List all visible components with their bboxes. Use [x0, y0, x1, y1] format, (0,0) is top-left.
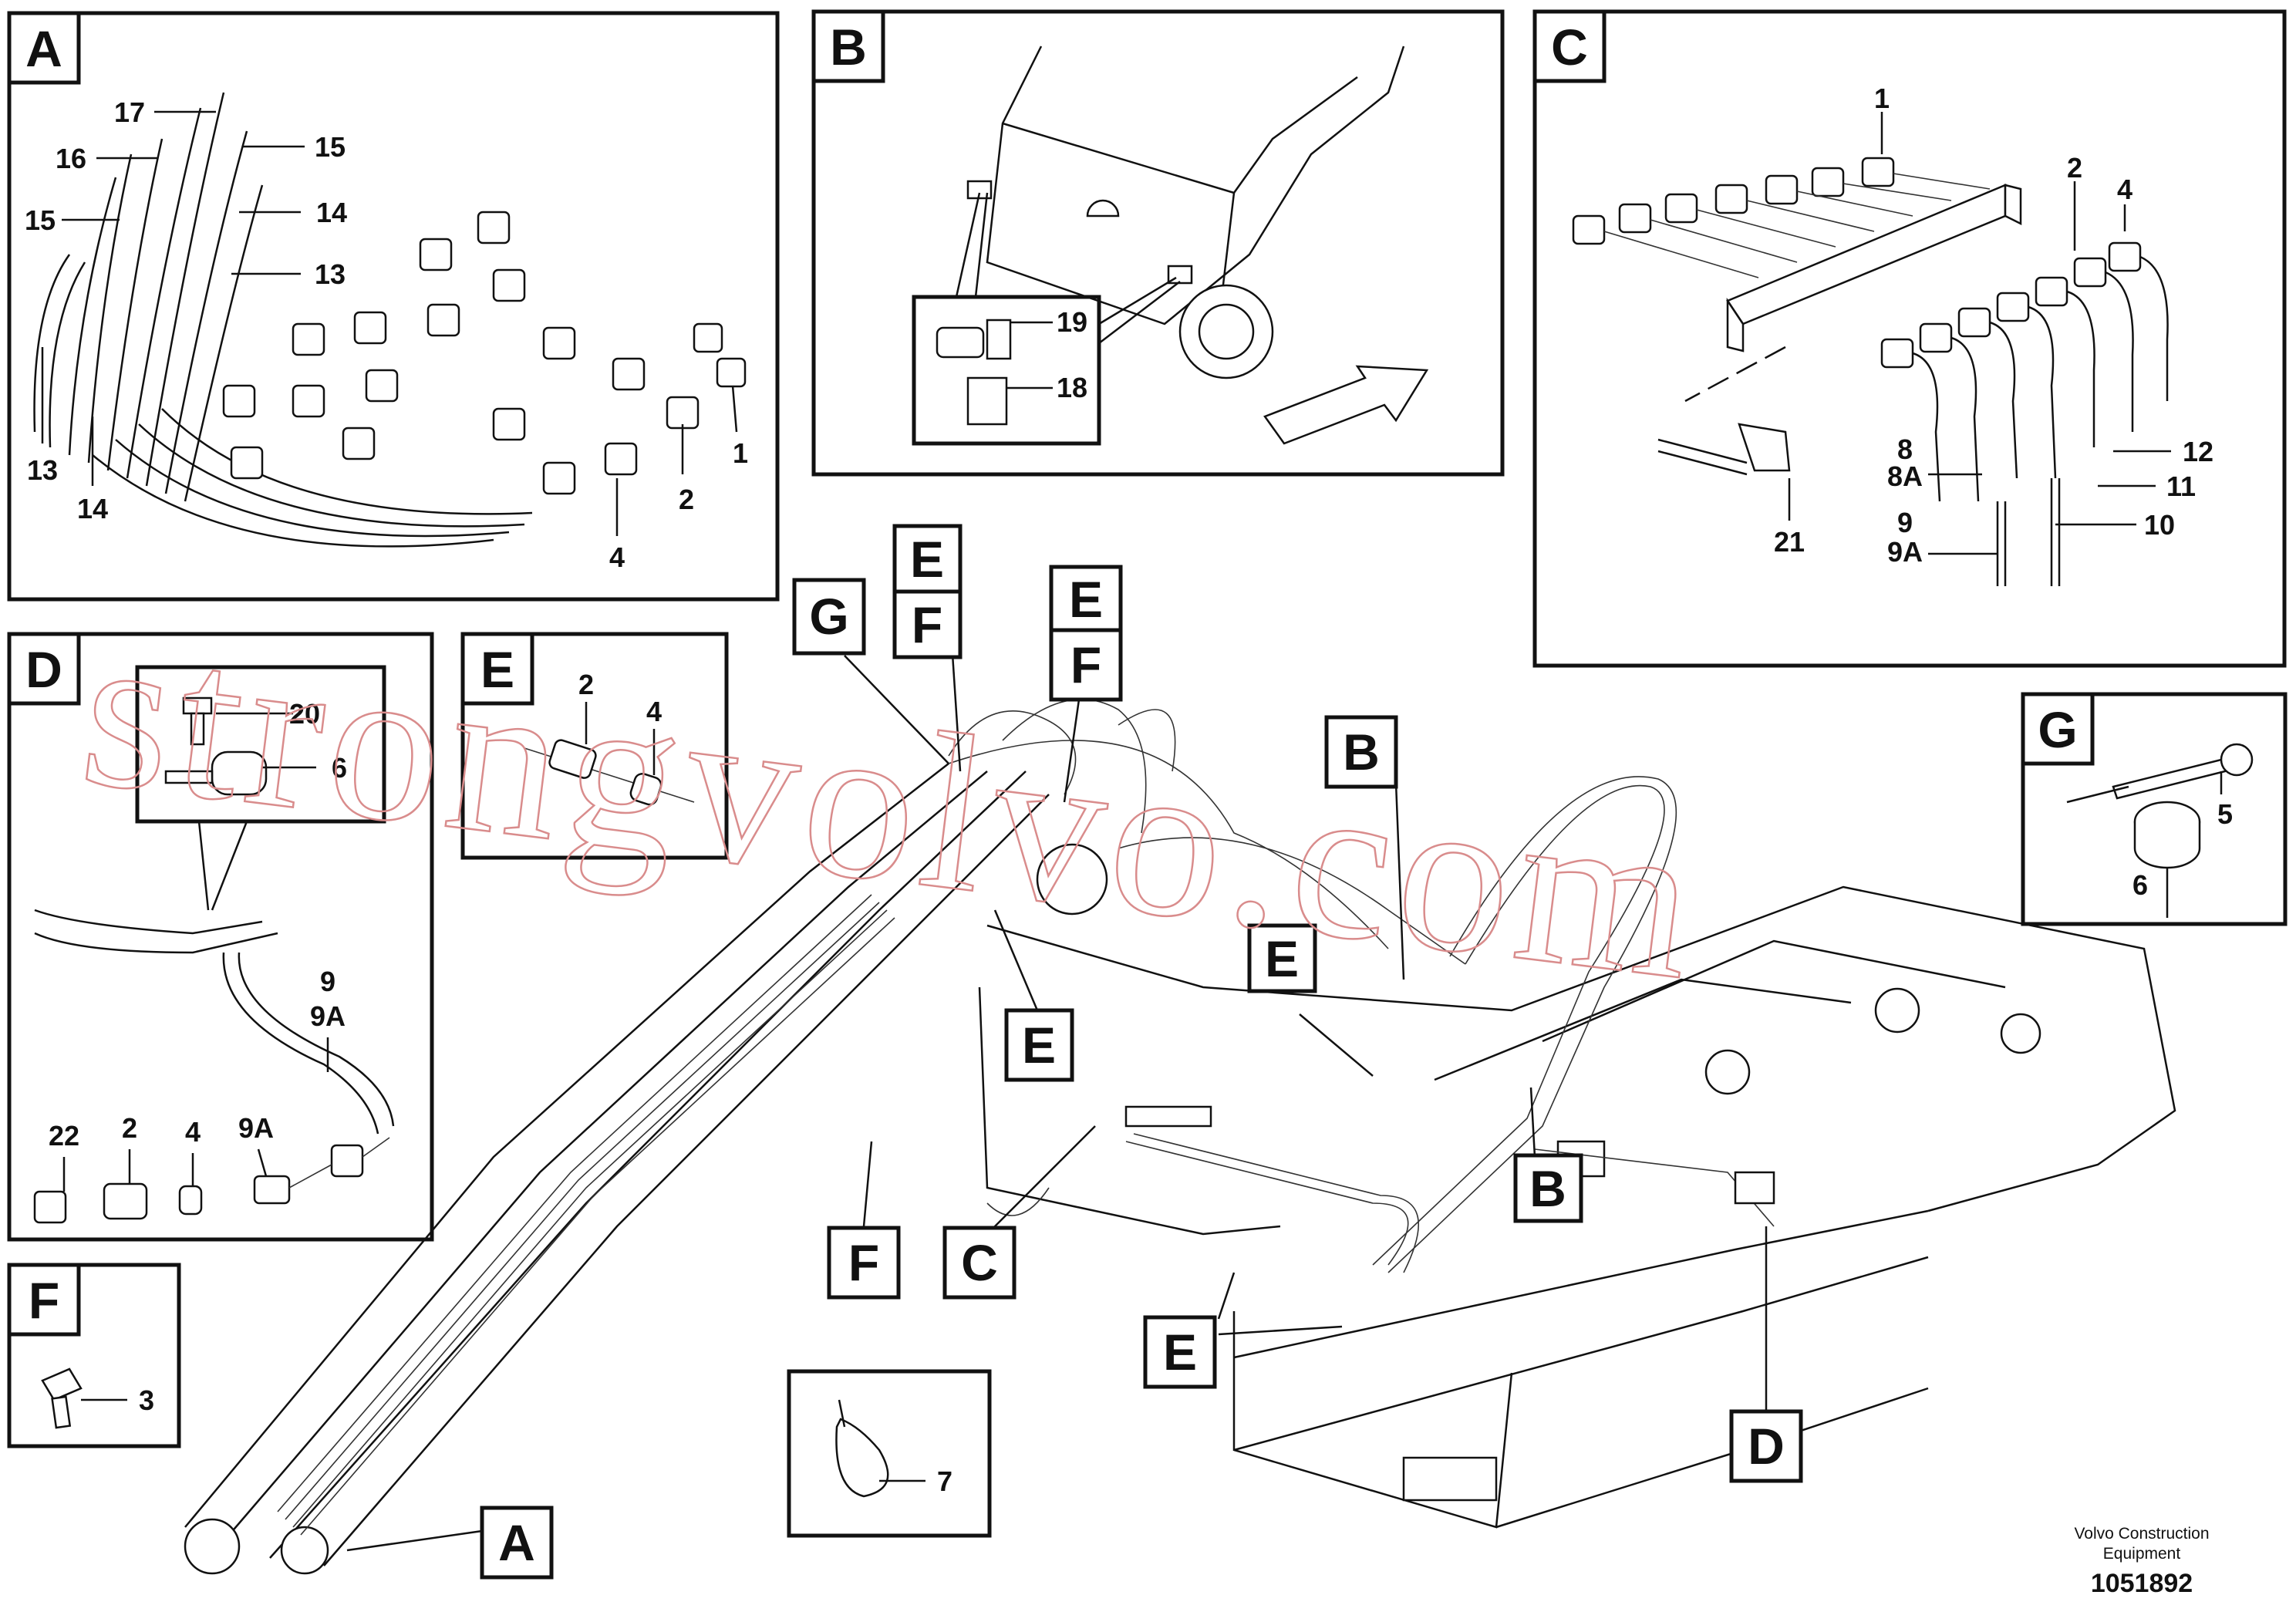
callout-a-15-right: 15 [315, 131, 346, 163]
main-tag-e-bottom: E [1163, 1324, 1197, 1381]
main-tag-g: G [809, 588, 848, 645]
callout-a-17: 17 [114, 96, 145, 128]
main-tag-b-top: B [1343, 723, 1380, 781]
main-tag-f-boom-2: F [1070, 636, 1101, 693]
main-assembly: G E F E F B E E F C B E D A [184, 524, 2176, 1580]
callout-d-9a-bottom: 9A [238, 1112, 274, 1144]
hose-routing [948, 740, 1775, 1273]
panel-e-tag: E [480, 641, 514, 698]
callout-c-10: 10 [2144, 509, 2175, 541]
panel-b-tag: B [830, 19, 867, 76]
main-tags: G E F E F B E E F C B E D A [346, 524, 1803, 1580]
callout-a-13-right: 13 [315, 258, 346, 290]
panel-a: A [7, 11, 780, 602]
footer: Volvo Construction Equipment 1051892 [2026, 1524, 2257, 1599]
main-tag-e-boom-2: E [1069, 571, 1103, 628]
callout-c-4: 4 [2117, 174, 2132, 205]
panel-g: G 5 6 [2021, 692, 2288, 926]
callout-c-1: 1 [1874, 83, 1890, 114]
panel-d-fittings [33, 1137, 390, 1224]
callout-c-8: 8 [1897, 433, 1913, 465]
arm-end [966, 46, 1405, 379]
callout-c-21: 21 [1774, 526, 1805, 558]
callout-a-14-right: 14 [316, 197, 347, 228]
callout-d-20: 20 [289, 698, 320, 730]
panel-f: F 3 [7, 1263, 181, 1448]
callout-a-1: 1 [733, 437, 748, 469]
panel-d: D 20 6 9 9A 22 2 4 9A [7, 632, 434, 1242]
panel-a-fittings [222, 211, 747, 495]
callout-e-2: 2 [578, 669, 594, 700]
main-tag-d: D [1748, 1418, 1785, 1475]
panel-c: C [1532, 9, 2287, 668]
detail-inset [912, 192, 1181, 446]
boom [184, 698, 1176, 1575]
panel-e: E 2 4 [460, 632, 729, 860]
callout-d-2: 2 [122, 1112, 137, 1144]
main-tag-e-frame: E [1265, 930, 1299, 987]
panel-d-tag: D [25, 641, 62, 698]
panel-f-tag: F [29, 1272, 59, 1329]
main-tag-c: C [961, 1234, 998, 1291]
panel-g-tag: G [2038, 701, 2077, 758]
hose-bundle [33, 92, 533, 548]
watermark: strongvolvo.com [71, 583, 1714, 1027]
callout-c-12: 12 [2183, 436, 2213, 467]
callout-b-18: 18 [1057, 372, 1087, 403]
callout-f-3: 3 [139, 1384, 154, 1416]
company-name: Volvo Construction Equipment [2074, 1525, 2210, 1563]
main-tag-a: A [498, 1514, 535, 1571]
callout-a-13-left: 13 [27, 454, 58, 486]
main-tag-f-lower: F [848, 1234, 879, 1291]
callout-d-22: 22 [49, 1120, 79, 1152]
callout-d-6: 6 [332, 752, 347, 784]
main-tag-f-boom-1: F [912, 596, 942, 653]
callout-c-2: 2 [2067, 152, 2082, 184]
callout-d-9a-top: 9A [310, 1000, 346, 1032]
callout-c-11: 11 [2166, 470, 2196, 502]
fittings-top [1572, 157, 1991, 278]
callout-c-9a: 9A [1887, 536, 1923, 568]
fittings-bottom [1880, 241, 2169, 586]
main-tag-e-boom-1: E [910, 531, 944, 588]
panel-a-tag: A [25, 20, 62, 77]
callout-a-16: 16 [56, 143, 86, 174]
panel-c-tag: C [1551, 19, 1588, 76]
callout-b-19: 19 [1057, 306, 1087, 338]
panel-cable-tie: 7 [787, 1369, 992, 1538]
panel-b: B 19 18 [811, 9, 1505, 477]
callout-d-4: 4 [185, 1116, 201, 1148]
callout-d-9: 9 [320, 966, 335, 997]
callout-a-14-left: 14 [77, 493, 108, 524]
main-tag-e-mid: E [1022, 1017, 1056, 1074]
callout-c-9: 9 [1897, 507, 1913, 538]
callout-a-4: 4 [609, 541, 625, 573]
callout-g-6: 6 [2132, 869, 2148, 901]
main-tag-b-lower: B [1529, 1160, 1566, 1217]
callout-cable-tie-7: 7 [937, 1465, 952, 1497]
document-number: 1051892 [2090, 1569, 2193, 1598]
callout-c-8a: 8A [1887, 460, 1923, 492]
callout-a-15-left: 15 [25, 204, 56, 236]
manifold-block [1726, 184, 2022, 352]
callout-e-4: 4 [646, 696, 662, 727]
callout-g-5: 5 [2217, 798, 2233, 830]
direction-arrow [1263, 365, 1429, 445]
callout-a-2: 2 [679, 484, 694, 515]
